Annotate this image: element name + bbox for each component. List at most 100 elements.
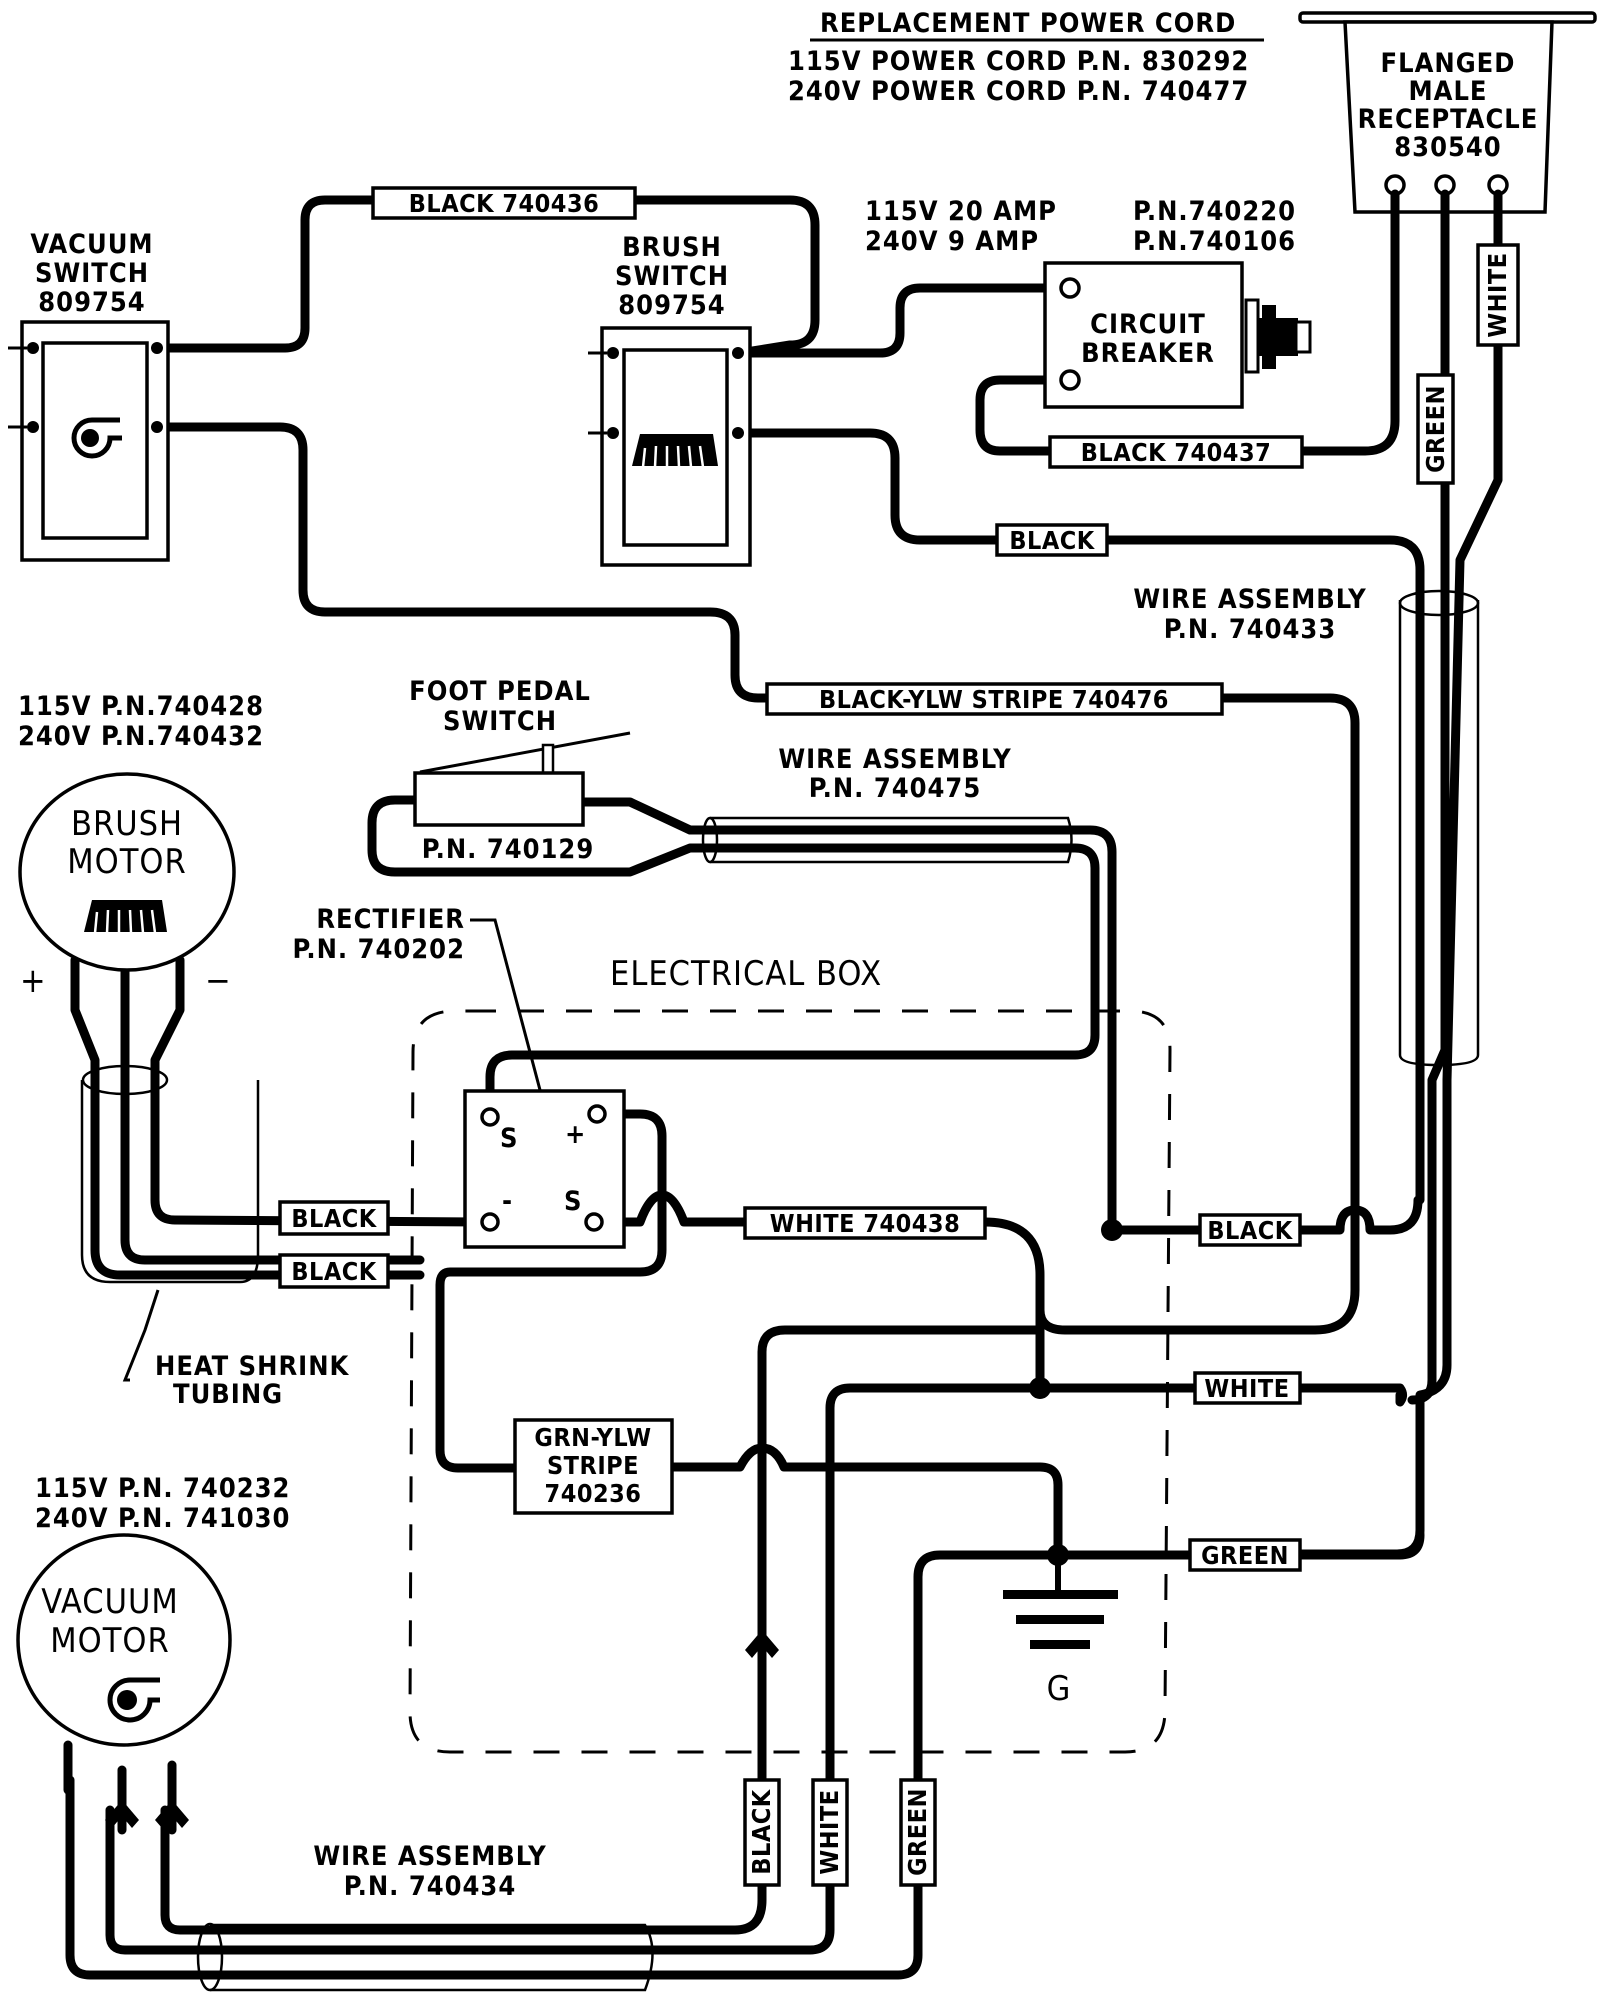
svg-text:740236: 740236 bbox=[545, 1479, 642, 1508]
receptacle-part-number: 830540 bbox=[1394, 132, 1501, 163]
brush-motor-body bbox=[18, 772, 236, 972]
svg-text:GREEN: GREEN bbox=[1201, 1541, 1289, 1570]
brush-icon bbox=[84, 900, 167, 934]
wire-assembly-740433-label-2: P.N. 740433 bbox=[1164, 614, 1337, 645]
breaker-terminal bbox=[1059, 369, 1081, 391]
wire-black-pedal-tag bbox=[1107, 1195, 1423, 1235]
brush-motor: 115V P.N.740428 240V P.N.740432 BRUSH MO… bbox=[18, 691, 264, 1001]
power-cord-240: 240V POWER CORD P.N. 740477 bbox=[788, 76, 1249, 107]
breaker-spec-240: 240V 9 AMP bbox=[865, 226, 1039, 257]
foot-pedal-label-2: SWITCH bbox=[443, 706, 557, 737]
rectifier-terminal-s2 bbox=[584, 1212, 604, 1232]
fan-icon bbox=[107, 1677, 160, 1723]
foot-pedal-lever bbox=[419, 731, 631, 774]
svg-text:WHITE 740438: WHITE 740438 bbox=[770, 1209, 960, 1238]
brush-switch: BRUSH SWITCH 809754 bbox=[588, 232, 752, 567]
wire-foot-pedal-loop bbox=[367, 795, 1100, 1113]
brush-switch-part-number: 809754 bbox=[618, 290, 725, 321]
wire-assembly-740434-label-1: WIRE ASSEMBLY bbox=[313, 1841, 546, 1872]
foot-pedal-plunger bbox=[541, 743, 555, 775]
svg-text:GREEN: GREEN bbox=[903, 1788, 932, 1876]
breaker-label-1: CIRCUIT bbox=[1090, 309, 1206, 340]
vacuum-switch-terminal bbox=[27, 421, 39, 433]
wire-assembly-740475-label-2: P.N. 740475 bbox=[809, 773, 982, 804]
wire-tag-black-740436: BLACK 740436 bbox=[371, 186, 637, 220]
wire-white-740438 bbox=[597, 1190, 1045, 1393]
wire-brush-motor-plus bbox=[70, 955, 425, 1280]
rectifier-term-minus-label: - bbox=[502, 1186, 513, 1217]
vacuum-motor: 115V P.N. 740232 240V P.N. 741030 VACUUM… bbox=[16, 1473, 290, 1828]
brush-motor-label-1: BRUSH bbox=[71, 804, 183, 844]
vacuum-switch-terminal bbox=[151, 342, 163, 354]
brush-switch-terminal bbox=[607, 427, 619, 439]
ground-symbol: G bbox=[1003, 1555, 1118, 1709]
foot-pedal-label-1: FOOT PEDAL bbox=[409, 676, 591, 707]
vacuum-switch-terminal bbox=[27, 342, 39, 354]
svg-text:WHITE: WHITE bbox=[1483, 252, 1512, 337]
power-cord-heading: REPLACEMENT POWER CORD bbox=[820, 8, 1236, 39]
rectifier-terminal-plus bbox=[587, 1104, 607, 1124]
wires bbox=[63, 189, 1503, 1980]
circuit-breaker: 115V 20 AMP 240V 9 AMP P.N.740220 P.N.74… bbox=[865, 196, 1312, 409]
wire-white-main bbox=[1035, 1383, 1407, 1407]
wire-tag-black-ylw-740476: BLACK-YLW STRIPE 740476 bbox=[765, 682, 1224, 716]
vacuum-switch-terminal bbox=[151, 421, 163, 433]
receptacle-body bbox=[1343, 20, 1554, 214]
wire-black-to-vac bbox=[160, 1325, 1045, 1935]
breaker-reset-button-icon bbox=[1244, 298, 1312, 374]
wire-rectifier-plus bbox=[435, 1109, 667, 1473]
wire-assembly-740434-label-2: P.N. 740434 bbox=[344, 1871, 517, 1902]
ground-label: G bbox=[1047, 1669, 1072, 1709]
vacuum-switch-label-1: VACUUM bbox=[30, 229, 153, 260]
foot-pedal-body bbox=[413, 771, 585, 827]
heat-shrink-tubing bbox=[80, 1064, 260, 1382]
rectifier-label-1: RECTIFIER bbox=[316, 904, 465, 935]
vacuum-motor-pn-240: 240V P.N. 741030 bbox=[35, 1503, 290, 1534]
svg-text:BLACK 740436: BLACK 740436 bbox=[409, 189, 600, 218]
brush-motor-pn-240: 240V P.N.740432 bbox=[18, 721, 264, 752]
wire-assembly-740434-tube bbox=[196, 1922, 654, 1992]
foot-pedal-switch: FOOT PEDAL SWITCH P.N. 740129 bbox=[409, 676, 631, 865]
wire-tag-black-740437: BLACK 740437 bbox=[1048, 435, 1304, 469]
heat-shrink-leader bbox=[122, 1289, 160, 1382]
wire-tag-green-main: GREEN bbox=[1188, 1538, 1302, 1572]
foot-pedal-part-number: P.N. 740129 bbox=[422, 834, 595, 865]
wire-tag-grn-ylw-stripe: GRN-YLW STRIPE 740236 bbox=[513, 1418, 674, 1515]
wire-foot-pedal-upper bbox=[578, 797, 1119, 1235]
svg-text:BLACK: BLACK bbox=[747, 1788, 776, 1874]
svg-text:BLACK: BLACK bbox=[1207, 1216, 1293, 1245]
svg-text:BLACK 740437: BLACK 740437 bbox=[1081, 438, 1272, 467]
vacuum-switch-part-number: 809754 bbox=[38, 287, 145, 318]
receptacle-label-2: MALE bbox=[1408, 76, 1487, 107]
brush-motor-label-2: MOTOR bbox=[67, 842, 186, 882]
wire-black-brush-switch bbox=[735, 428, 1425, 1205]
svg-text:BLACK-YLW STRIPE 740476: BLACK-YLW STRIPE 740476 bbox=[819, 685, 1169, 714]
wire-assembly-740433-label-1: WIRE ASSEMBLY bbox=[1133, 584, 1366, 615]
breaker-pn-240: P.N.740106 bbox=[1133, 226, 1296, 257]
wire-tag-black-vac: BLACK bbox=[743, 1778, 781, 1887]
brush-switch-terminal bbox=[732, 347, 744, 359]
breaker-label-2: BREAKER bbox=[1081, 338, 1215, 369]
rectifier-term-s1-label: S bbox=[500, 1123, 519, 1154]
svg-text:GREEN: GREEN bbox=[1421, 385, 1450, 473]
brush-motor-pn-115: 115V P.N.740428 bbox=[18, 691, 264, 722]
wire-white-to-vac bbox=[105, 1383, 1045, 1955]
receptacle-label-1: FLANGED bbox=[1381, 48, 1516, 79]
wire-grn-ylw-to-ground bbox=[667, 1443, 1063, 1560]
brush-switch-label-1: BRUSH bbox=[622, 232, 722, 263]
breaker-pn-115: P.N.740220 bbox=[1133, 196, 1296, 227]
wire-tag-white-740438: WHITE 740438 bbox=[743, 1206, 987, 1240]
receptacle-label-3: RECEPTACLE bbox=[1358, 104, 1539, 135]
vacuum-motor-label-2: MOTOR bbox=[50, 1621, 169, 1661]
heat-shrink-label-1: HEAT SHRINK bbox=[155, 1351, 350, 1382]
flanged-male-receptacle: FLANGED MALE RECEPTACLE 830540 bbox=[1298, 11, 1597, 214]
fan-icon bbox=[71, 417, 122, 459]
svg-text:STRIPE: STRIPE bbox=[547, 1451, 639, 1480]
svg-text:WHITE: WHITE bbox=[1204, 1374, 1289, 1403]
connector-icon bbox=[745, 1630, 779, 1658]
breaker-terminal bbox=[1059, 277, 1081, 299]
rectifier: RECTIFIER P.N. 740202 S + - S bbox=[293, 904, 626, 1249]
wire-assembly-740475-label-1: WIRE ASSEMBLY bbox=[778, 744, 1011, 775]
electrical-box-outline bbox=[408, 1009, 1172, 1754]
vacuum-switch: VACUUM SWITCH 809754 bbox=[8, 229, 170, 562]
